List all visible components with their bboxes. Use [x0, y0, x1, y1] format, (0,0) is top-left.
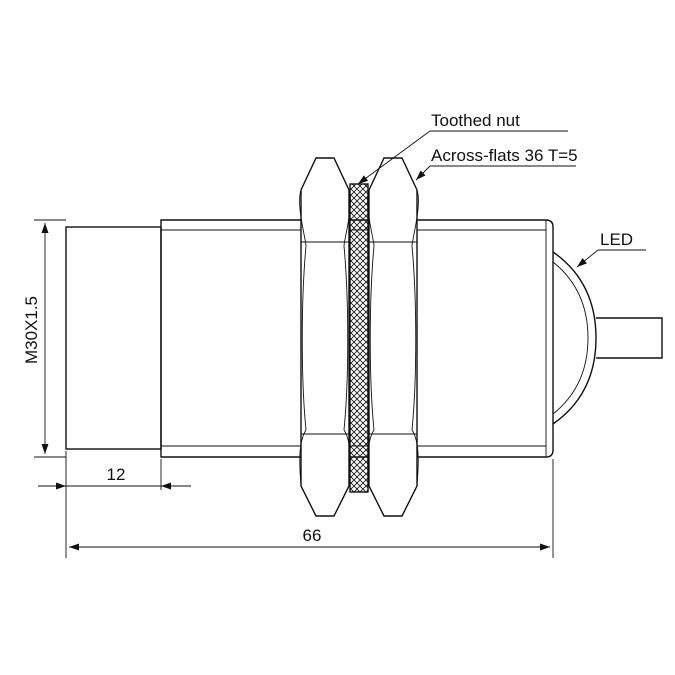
front-length-label: 12	[107, 465, 126, 484]
thread-dimension-label: M30X1.5	[22, 296, 41, 364]
rear-led-dome	[552, 251, 597, 425]
sensing-face	[65, 226, 162, 450]
toothed-nut	[349, 183, 369, 493]
toothed-nut-leader	[357, 130, 568, 185]
led-leader	[576, 249, 646, 268]
across-flats-leader	[415, 165, 576, 181]
total-length-dimension	[65, 459, 554, 558]
hex-nut-left	[299, 157, 351, 517]
across-flats-label: Across-flats 36 T=5	[431, 146, 578, 165]
total-length-label: 66	[303, 526, 322, 545]
front-length-dimension	[38, 451, 191, 490]
led-label: LED	[600, 230, 633, 249]
cable	[596, 317, 663, 359]
hex-nut-right	[367, 157, 419, 517]
toothed-nut-label: Toothed nut	[431, 111, 520, 130]
thread-dimension	[34, 219, 66, 458]
